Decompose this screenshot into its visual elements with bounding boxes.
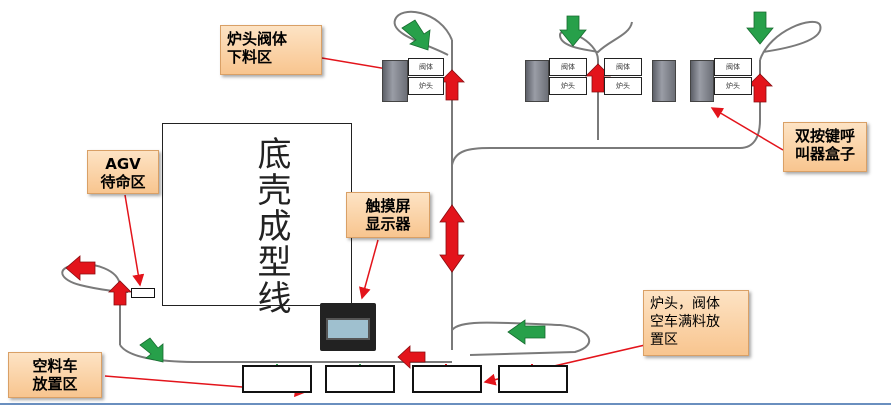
green-arrow-down-middle bbox=[559, 15, 587, 47]
caller-case-2 bbox=[525, 60, 549, 102]
callout-empty-cart-area: 空料车 放置区 bbox=[8, 352, 102, 398]
station-full-cart-2 bbox=[498, 365, 568, 393]
callout-unload-area: 炉头阀体 下料区 bbox=[220, 25, 322, 75]
agv-left-loop-track bbox=[61, 263, 129, 345]
green-arrow-diagonal-top bbox=[401, 19, 431, 51]
right-branch-track bbox=[451, 60, 761, 166]
station-empty-cart-1 bbox=[242, 365, 312, 393]
return-loop-track bbox=[451, 321, 590, 356]
caller-panel-1-furnace[interactable]: 炉头 bbox=[408, 77, 444, 95]
caller-case-4 bbox=[690, 60, 714, 102]
red-arrow-up-agv bbox=[108, 280, 132, 306]
green-arrow-diagonal-bottom bbox=[139, 337, 164, 363]
red-arrow-left-bottom bbox=[397, 345, 426, 369]
callout-dual-button-caller: 双按键呼 叫器盒子 bbox=[783, 122, 867, 172]
green-arrows bbox=[139, 11, 774, 363]
red-arrow-up-right bbox=[747, 73, 773, 103]
agv-standby-marker bbox=[131, 288, 155, 298]
pointer-agv bbox=[124, 194, 145, 287]
caller-panel-2-furnace[interactable]: 炉头 bbox=[549, 77, 587, 95]
caller-case-1 bbox=[382, 60, 408, 102]
caller-case-3 bbox=[652, 60, 676, 102]
chassis-line-box bbox=[162, 123, 352, 306]
station-full-cart-1 bbox=[412, 365, 482, 393]
callout-agv-standby: AGV 待命区 bbox=[87, 150, 159, 194]
pointer-touchscreen bbox=[359, 239, 379, 300]
caller-panel-4-valve[interactable]: 阀体 bbox=[714, 58, 752, 76]
chassis-line-title: 底壳成型线 bbox=[251, 136, 291, 316]
green-arrow-down-right bbox=[746, 11, 774, 45]
caller-panel-3-valve[interactable]: 阀体 bbox=[604, 58, 642, 76]
right-loop-track bbox=[759, 20, 822, 61]
red-arrow-up-top bbox=[439, 69, 465, 101]
bottom-border bbox=[0, 403, 891, 405]
touchscreen-display[interactable] bbox=[326, 318, 370, 340]
green-arrow-left-return bbox=[507, 319, 546, 345]
callout-touchscreen: 触摸屏 显示器 bbox=[346, 192, 430, 238]
caller-panel-4-furnace[interactable]: 炉头 bbox=[714, 77, 752, 95]
caller-panel-3-furnace[interactable]: 炉头 bbox=[604, 77, 642, 95]
station-empty-cart-2 bbox=[325, 365, 395, 393]
pointer-caller bbox=[710, 107, 784, 151]
red-arrow-left-agv bbox=[65, 255, 96, 281]
caller-panel-1-valve[interactable]: 阀体 bbox=[408, 58, 444, 76]
red-arrow-double-vertical bbox=[439, 204, 465, 273]
middle-loop-track bbox=[558, 21, 633, 140]
caller-panel-2-valve[interactable]: 阀体 bbox=[549, 58, 587, 76]
callout-full-cart-area: 炉头，阀体 空车满料放 置区 bbox=[643, 290, 749, 356]
